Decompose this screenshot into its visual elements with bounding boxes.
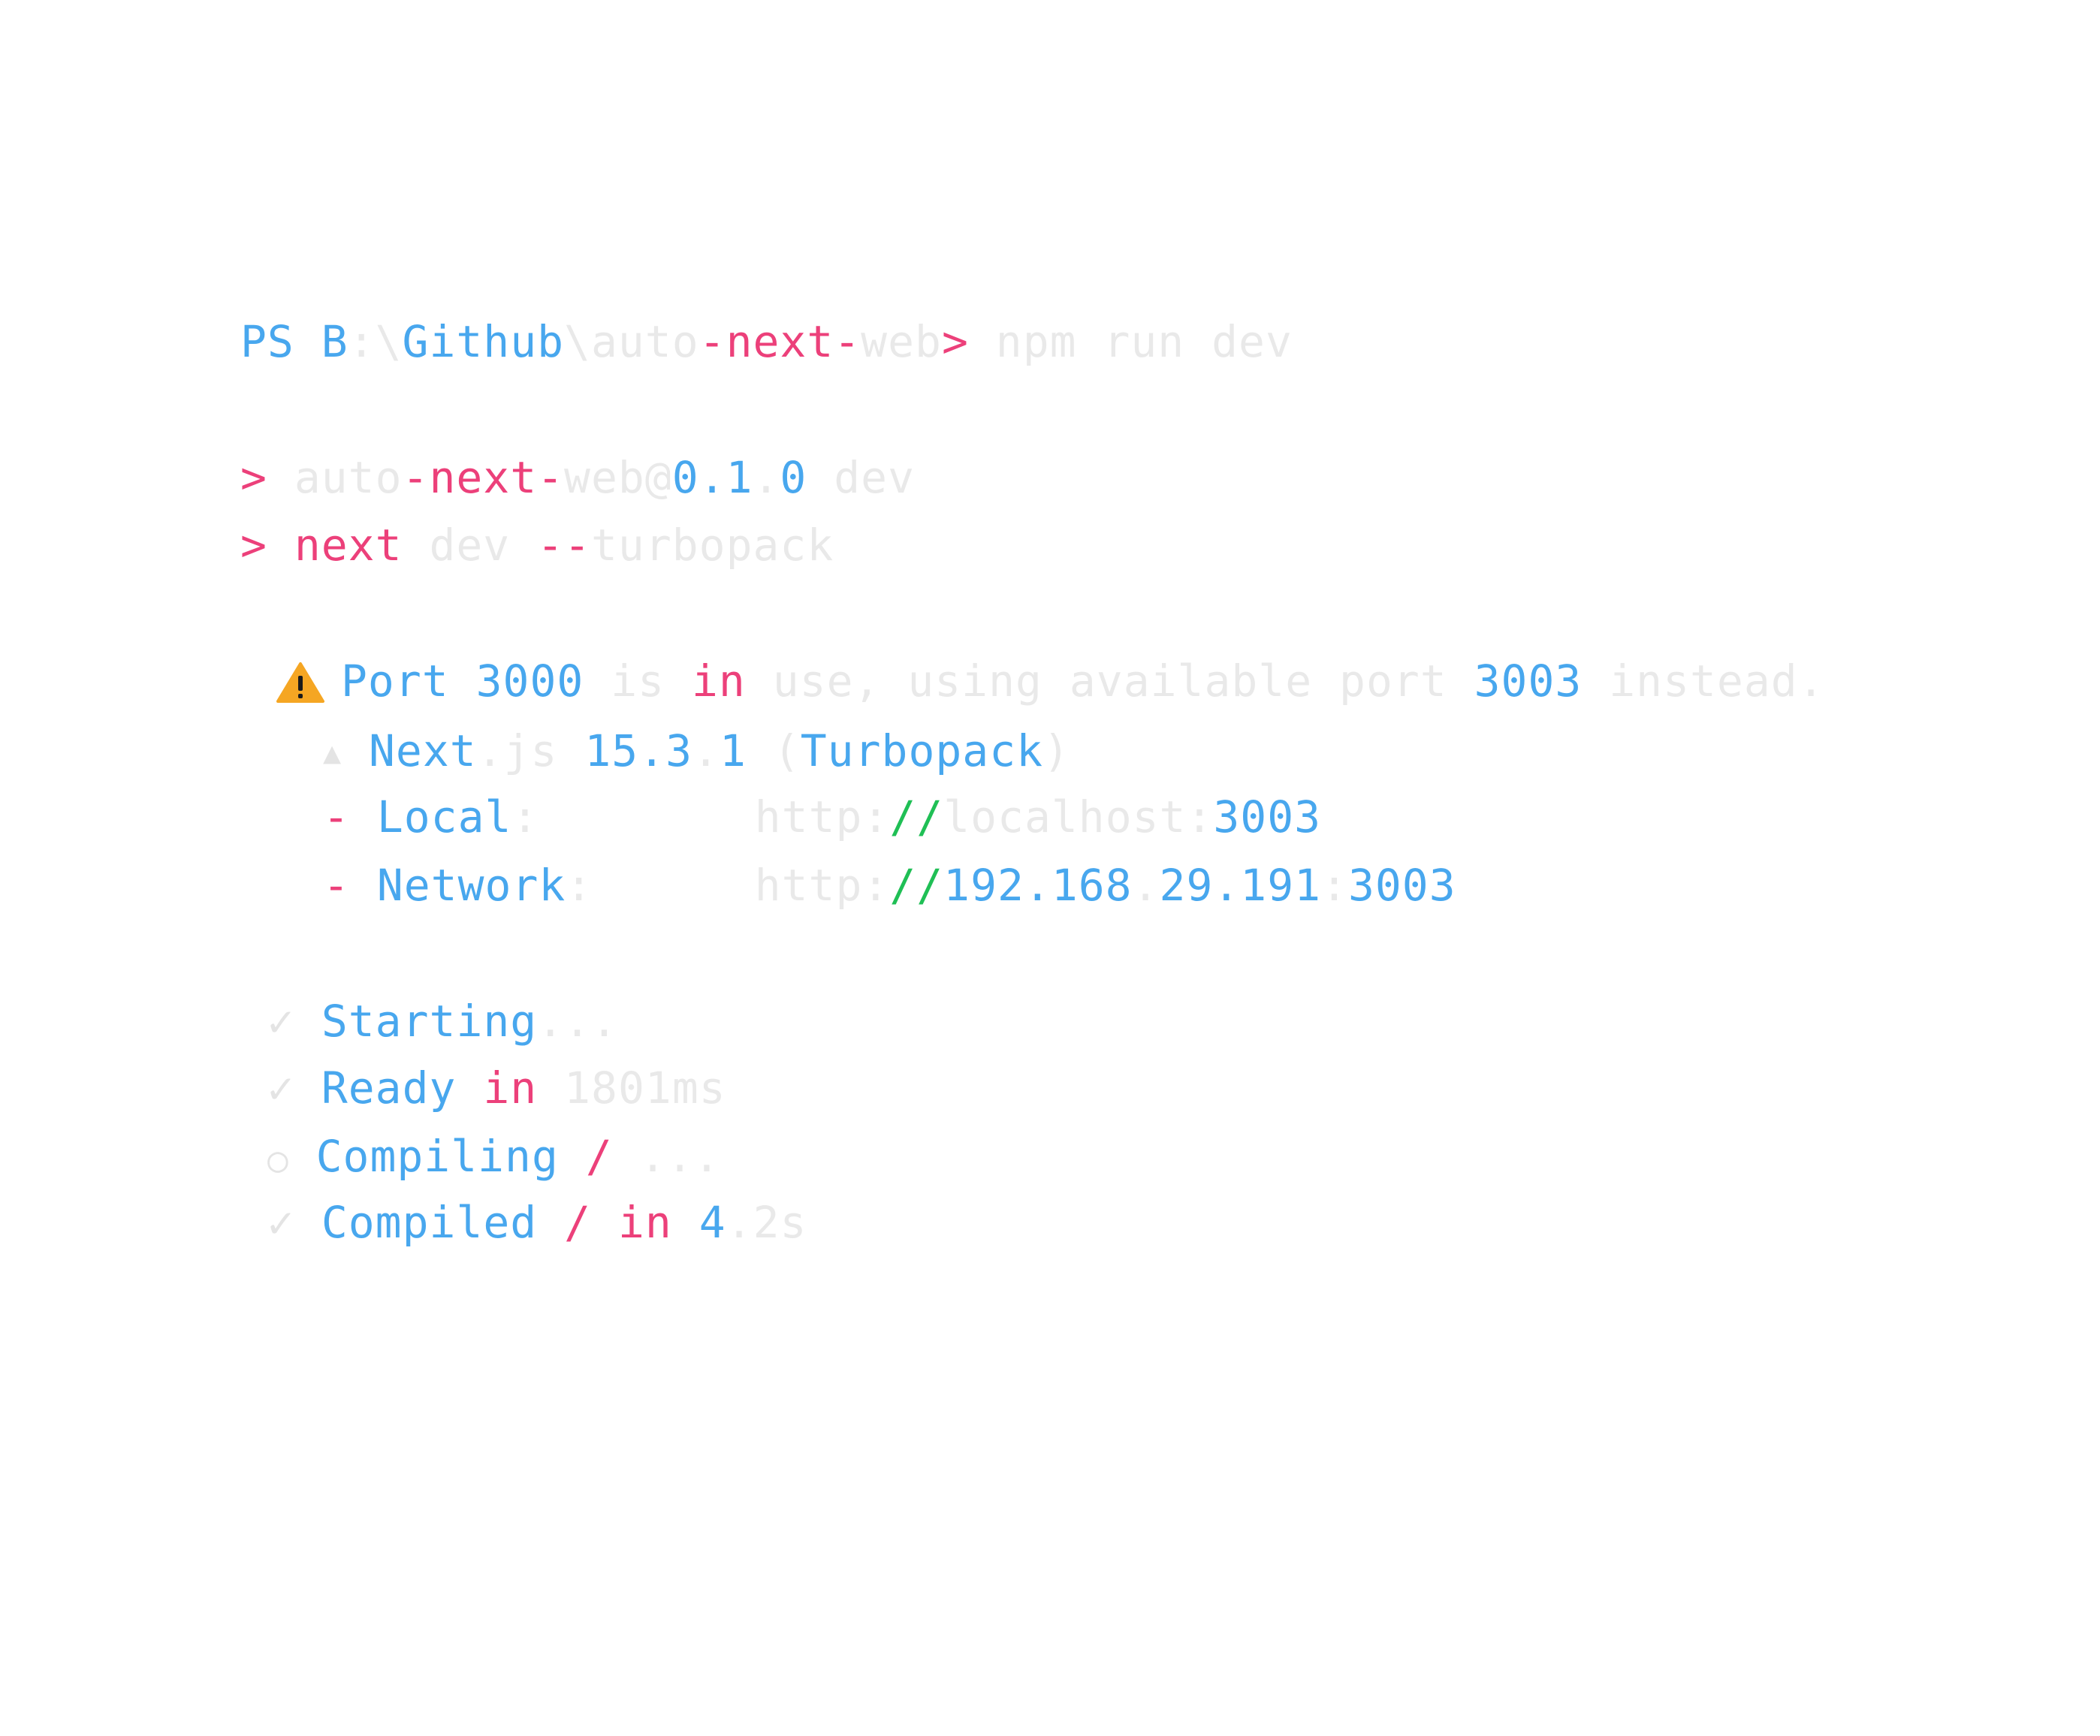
network-url-port: 3003	[1347, 860, 1456, 911]
port-warning-line: Port 3000 is in use, using available por…	[276, 651, 1825, 711]
check-icon: ✓	[267, 996, 294, 1047]
warning-text-port: Port	[341, 656, 449, 707]
script-bin: next	[294, 520, 403, 571]
script-command-line: > next dev --turbopack	[240, 515, 834, 575]
prompt-folder: Github	[402, 316, 565, 367]
status-line-ready: ✓ Ready in 1801ms	[267, 1058, 726, 1118]
status-route: /	[585, 1131, 613, 1182]
next-name: Next	[369, 725, 477, 776]
status-duration-frac: .2s	[726, 1197, 807, 1248]
network-ip-a: 192.168	[943, 860, 1133, 911]
local-url-host: localhost:	[943, 791, 1214, 842]
pkg-version-patch: 0	[780, 452, 807, 503]
warning-text-in: in	[691, 656, 746, 707]
local-dash: -	[323, 791, 350, 842]
network-url-line: - Network: http://192.168.29.191:3003	[323, 855, 1456, 915]
status-line-compiled: ✓ Compiled / in 4.2s	[267, 1192, 807, 1252]
status-duration: 1801ms	[564, 1062, 726, 1114]
prompt-drive: B	[321, 316, 348, 367]
pkg-name-b: -next-	[402, 452, 565, 503]
pkg-version-major: 0	[671, 452, 699, 503]
script-marker: >	[240, 452, 267, 503]
pkg-name-c: web@	[564, 452, 672, 503]
status-text-in: in	[483, 1062, 538, 1114]
warning-text: instead.	[1582, 656, 1825, 707]
local-label: Local	[376, 791, 512, 842]
status-route: /	[564, 1197, 592, 1248]
status-text-in: in	[617, 1197, 672, 1248]
next-bundler: Turbopack	[800, 725, 1044, 776]
network-url-scheme: http:	[754, 860, 890, 911]
next-triangle-icon: ▲	[323, 736, 342, 770]
network-url-slashes: //	[889, 860, 944, 911]
warning-icon	[276, 662, 324, 704]
warning-port-new: 3003	[1474, 656, 1583, 707]
script-header-line: > auto-next-web@0.1.0 dev	[240, 448, 915, 508]
next-paren: (	[773, 725, 801, 776]
local-colon: :	[511, 791, 539, 842]
script-args-c: turbopack	[590, 520, 834, 571]
terminal-output[interactable]: PS B:\Github\auto-next-web> npm run dev …	[0, 0, 2100, 1511]
script-name: dev	[807, 452, 916, 503]
status-text: Compiling	[315, 1131, 559, 1182]
warning-text: use, using available port	[745, 656, 1474, 707]
prompt-colon: :	[348, 316, 376, 367]
warning-text: is	[584, 656, 692, 707]
network-ip-dot: .	[1132, 860, 1160, 911]
script-marker: >	[240, 520, 267, 571]
pkg-version-minor: 1	[726, 452, 753, 503]
status-line-compiling: ○ Compiling / ...	[267, 1126, 720, 1186]
local-url-scheme: http:	[754, 791, 890, 842]
prompt-project-c: web	[861, 316, 942, 367]
status-line-starting: ✓ Starting...	[267, 991, 618, 1051]
script-args-b: --	[537, 520, 591, 571]
network-colon: :	[566, 860, 593, 911]
prompt-gt: >	[941, 316, 969, 367]
network-ip-colon: :	[1321, 860, 1348, 911]
circle-icon: ○	[267, 1139, 289, 1180]
prompt-line: PS B:\Github\auto-next-web> npm run dev	[240, 312, 1293, 372]
local-url-line: - Local: http://localhost:3003	[323, 787, 1321, 847]
local-url-slashes: //	[889, 791, 944, 842]
status-text: Ready	[321, 1062, 457, 1114]
network-label: Network	[376, 860, 566, 911]
network-url-link[interactable]: http://192.168.29.191:3003	[755, 860, 1456, 911]
status-text: Starting	[321, 996, 538, 1047]
script-args-a: dev	[402, 520, 538, 571]
prompt-project-b: -next-	[698, 316, 861, 367]
next-version-b: 1	[720, 725, 747, 776]
prompt-project-a: auto	[590, 316, 699, 367]
next-version-dot: .	[692, 725, 720, 776]
pkg-name-a: auto	[294, 452, 403, 503]
next-version-a: 15.3	[584, 725, 693, 776]
warning-port-old: 3000	[475, 656, 584, 707]
prompt-command: npm run dev	[968, 316, 1293, 367]
next-version-line: ▲ Next.js 15.3.1 (Turbopack)	[323, 721, 1070, 781]
pkg-version-dot: .	[753, 452, 780, 503]
prompt-ps: PS	[240, 316, 294, 367]
prompt-sep: \	[564, 316, 591, 367]
status-ellipsis: ...	[537, 996, 618, 1047]
local-url-port: 3003	[1213, 791, 1322, 842]
network-dash: -	[323, 860, 350, 911]
pkg-version-dot: .	[698, 452, 726, 503]
prompt-sep: \	[375, 316, 403, 367]
status-duration-int: 4	[698, 1197, 726, 1248]
status-text: Compiled	[321, 1197, 538, 1248]
local-url-link[interactable]: http://localhost:3003	[755, 791, 1321, 842]
check-icon: ✓	[267, 1062, 294, 1114]
network-ip-b: 29.191	[1159, 860, 1322, 911]
check-icon: ✓	[267, 1197, 294, 1248]
next-paren: )	[1043, 725, 1070, 776]
next-ext: .js	[476, 725, 558, 776]
status-ellipsis: ...	[639, 1131, 721, 1182]
